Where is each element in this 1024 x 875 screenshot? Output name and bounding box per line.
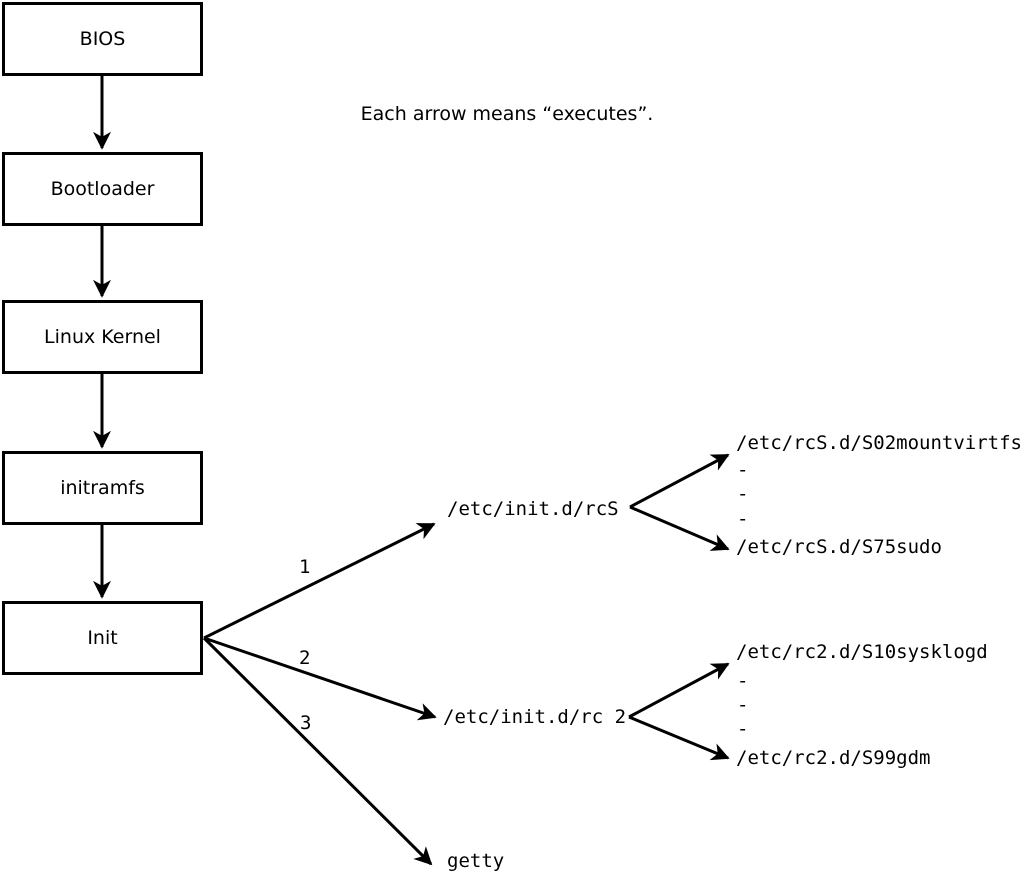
script-rcs-child-last: /etc/rcS.d/S75sudo	[736, 536, 942, 558]
rcs-ellipsis-dash-3: -	[737, 508, 749, 530]
branch-number-2: 2	[299, 647, 311, 669]
script-rc2-child-last: /etc/rc2.d/S99gdm	[736, 747, 931, 769]
arrow-rc2-to-s99gdm	[628, 715, 730, 761]
node-bootloader-label: Bootloader	[50, 178, 155, 200]
arrow-init-to-getty	[202, 636, 433, 866]
script-rc2-child-first: /etc/rc2.d/S10sysklogd	[736, 641, 988, 663]
node-initramfs-label: initramfs	[60, 477, 145, 499]
rc2-ellipsis-dash-2: -	[737, 694, 749, 716]
script-rc2: /etc/init.d/rc 2	[443, 706, 627, 728]
node-initramfs: initramfs	[2, 451, 203, 525]
arrow-rcs-to-s75sudo	[629, 505, 730, 551]
node-init: Init	[2, 601, 203, 675]
branch-number-3: 3	[300, 712, 312, 734]
legend-text: Each arrow means “executes”.	[360, 103, 654, 125]
node-linux-kernel-label: Linux Kernel	[44, 326, 161, 348]
node-bios: BIOS	[2, 2, 203, 76]
arrow-init-to-rc2	[203, 636, 437, 721]
rcs-ellipsis-dash-2: -	[737, 483, 749, 505]
script-rcs: /etc/init.d/rcS	[447, 498, 619, 520]
node-bootloader: Bootloader	[2, 152, 203, 226]
rc2-ellipsis-dash-3: -	[737, 718, 749, 740]
node-linux-kernel: Linux Kernel	[2, 300, 203, 374]
arrow-rc2-to-s10sysklogd	[628, 662, 730, 719]
branch-number-1: 1	[299, 556, 311, 578]
rc2-ellipsis-dash-1: -	[737, 670, 749, 692]
arrow-init-to-rcs	[203, 522, 436, 640]
node-init-label: Init	[87, 627, 118, 649]
rcs-ellipsis-dash-1: -	[737, 459, 749, 481]
script-getty: getty	[447, 850, 505, 872]
node-bios-label: BIOS	[79, 28, 126, 50]
script-rcs-child-first: /etc/rcS.d/S02mountvirtfs	[736, 432, 1022, 454]
arrow-rcs-to-s02mountvirtfs	[629, 453, 730, 509]
